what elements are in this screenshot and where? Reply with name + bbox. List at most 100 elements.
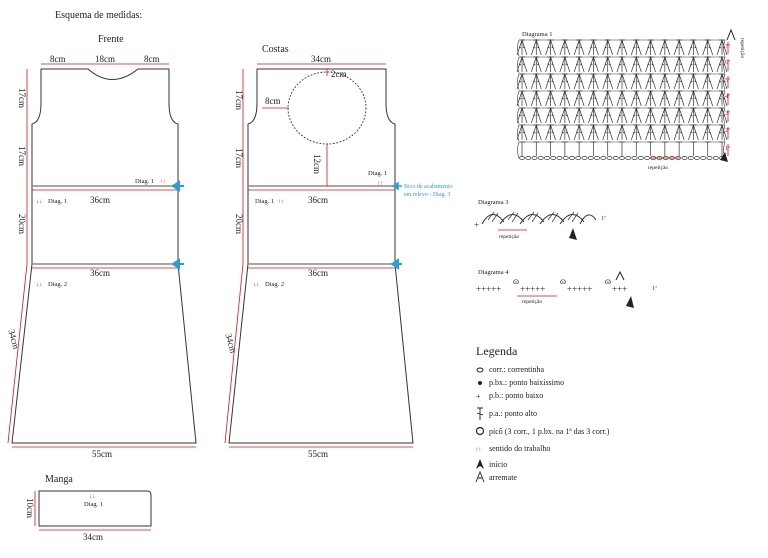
front-diag1-top-label: Diag. 1 bbox=[135, 178, 154, 185]
diagram1-stitch bbox=[573, 89, 585, 107]
diagram1-stitch bbox=[616, 89, 628, 107]
legend-item-finish: arremate bbox=[489, 473, 517, 482]
diagram1-title: Diagrama 1 bbox=[522, 31, 553, 38]
diagram1-stitch bbox=[590, 141, 597, 156]
diagram4-title: Diagrama 4 bbox=[478, 269, 509, 276]
diagram3-shell-stitches bbox=[487, 211, 579, 223]
front-shoulder-left-label: 8cm bbox=[50, 54, 66, 64]
diagram1-stitch bbox=[545, 89, 556, 107]
front-diag1-left-label: Diag. 1 bbox=[48, 198, 67, 205]
front-outline bbox=[11, 68, 197, 444]
diagram1-stitch bbox=[545, 72, 556, 90]
front-hem-label: 55cm bbox=[92, 449, 112, 459]
front-diag2-label: Diag. 2 bbox=[48, 281, 67, 288]
diagram1-turning-chain bbox=[517, 39, 520, 57]
legend-item-direction: sentido do trabalho bbox=[489, 444, 550, 453]
diagram1-stitch bbox=[716, 72, 728, 90]
diagram1-stitch bbox=[716, 106, 728, 124]
front-waist-label: 36cm bbox=[90, 268, 110, 278]
chain-icon bbox=[476, 367, 484, 373]
diagram1-stitch bbox=[676, 141, 683, 156]
diagram3-shells bbox=[481, 214, 597, 225]
diagram4-stitches-3: +++++ bbox=[567, 284, 592, 294]
diagram1-row-1: 1ª bbox=[725, 145, 730, 152]
diagram1-chain bbox=[562, 156, 569, 160]
legend-item-double-crochet: p.a.: ponto alto bbox=[489, 409, 537, 418]
diagram3-start-plus: + bbox=[474, 220, 479, 230]
legend: Legenda corr.: correntinha p.bx.: ponto … bbox=[475, 344, 610, 483]
diagram1-finish-icon bbox=[726, 28, 736, 41]
diagram1-stitch bbox=[604, 141, 611, 156]
diagram1-row-4: 4ª bbox=[725, 93, 730, 100]
diagram1-stitch bbox=[545, 106, 556, 124]
diagram1-stitch bbox=[702, 89, 714, 107]
diagram1-stitch bbox=[530, 72, 542, 90]
diagram4-stitches-2: +++++ bbox=[520, 284, 545, 294]
diagram1-stitch bbox=[702, 55, 714, 73]
diagram1-stitch bbox=[702, 72, 714, 90]
diagram1-chain bbox=[600, 156, 607, 160]
diagram1-stitch bbox=[688, 38, 699, 56]
diagram-4: Diagrama 4 +++++ ɷ +++++ ɷ +++++ ɷ +++ r… bbox=[476, 269, 657, 308]
legend-item-chain: corr.: correntinha bbox=[489, 365, 545, 374]
diagram1-stitch bbox=[630, 123, 642, 141]
diagram1-start-icon bbox=[720, 152, 728, 162]
diagram1-stitch-grid bbox=[516, 38, 729, 160]
diagram1-stitch bbox=[645, 72, 656, 90]
diagram1-stitch bbox=[559, 72, 571, 90]
diagram1-stitch bbox=[545, 55, 556, 73]
diagram1-stitch bbox=[719, 141, 725, 156]
front-skirt-measure bbox=[7, 263, 28, 444]
diagram1-stitch bbox=[602, 89, 614, 107]
diagram1-stitch bbox=[533, 141, 540, 156]
diagram1-stitch bbox=[645, 106, 656, 124]
diagram1-stitch bbox=[559, 123, 571, 141]
diagram3-row-label: 1ª bbox=[601, 215, 606, 222]
back-armhole-label: 17cm bbox=[234, 90, 244, 110]
back-skirt-side-label: 34cm bbox=[223, 332, 238, 354]
back-diag1-left-arrows: ↑↑ bbox=[278, 198, 285, 205]
diagram1-chain bbox=[619, 156, 625, 160]
diagram1-stitch bbox=[559, 55, 571, 73]
diagram1-stitch bbox=[716, 55, 728, 73]
back-neck-width-label: 8cm bbox=[265, 96, 281, 106]
diagram4-row-label: 1ª bbox=[652, 285, 657, 292]
diagram4-picot-2: ɷ bbox=[560, 276, 566, 286]
back-picot-note-line1: Bico de acabamento bbox=[404, 184, 453, 190]
diagram1-stitch bbox=[616, 55, 628, 73]
diagram1-stitch bbox=[602, 106, 614, 124]
back-neck-opening bbox=[287, 71, 367, 145]
front-arrow-waist-icon bbox=[171, 258, 184, 270]
front-mid-height-label: 20cm bbox=[17, 214, 27, 234]
front-arrow-bust-icon bbox=[171, 180, 184, 192]
legend-item-picot: picô (3 corr., 1 p.bx. na 1ª das 3 corr.… bbox=[489, 427, 610, 436]
front-side-upper-label: 17cm bbox=[17, 146, 27, 166]
diagram1-stitch bbox=[516, 38, 528, 56]
diagram1-stitch bbox=[602, 123, 614, 141]
diagram1-stitch bbox=[688, 55, 699, 73]
front-diag1-left-arrows: ↓↓ bbox=[36, 198, 43, 205]
sleeve-title: Manga bbox=[45, 474, 73, 485]
diagram1-stitch bbox=[716, 89, 728, 107]
diagram1-stitch bbox=[530, 55, 542, 73]
diagram1-repeat-label: repetição bbox=[648, 165, 668, 171]
diagram1-row-labels: 1ª 2ª 3ª 4ª 5ª 6ª 7ª bbox=[725, 43, 730, 152]
back-diag1-left-label: Diag. 1 bbox=[255, 198, 274, 205]
diagram1-stitch bbox=[704, 141, 711, 156]
diagram1-turning-chain bbox=[517, 107, 520, 125]
back-hem-label: 55cm bbox=[308, 449, 328, 459]
diagram1-stitch bbox=[659, 89, 671, 107]
diagram1-row-6: 6ª bbox=[725, 59, 730, 66]
diagram1-stitch bbox=[588, 89, 599, 107]
diagram1-stitch bbox=[616, 72, 628, 90]
back-diag2-arrows: ↓↓ bbox=[253, 281, 260, 288]
diagram1-stitch bbox=[702, 106, 714, 124]
diagram1-stitch bbox=[573, 123, 585, 141]
front-bust-label: 36cm bbox=[90, 195, 110, 205]
diagram1-stitch bbox=[716, 38, 728, 56]
diagram4-start-icon bbox=[626, 296, 634, 308]
diagram1-stitch bbox=[645, 55, 656, 73]
diagram1-chain bbox=[637, 156, 644, 160]
back-picot-note-line2: em relevo - Diag. 3 bbox=[404, 192, 450, 198]
